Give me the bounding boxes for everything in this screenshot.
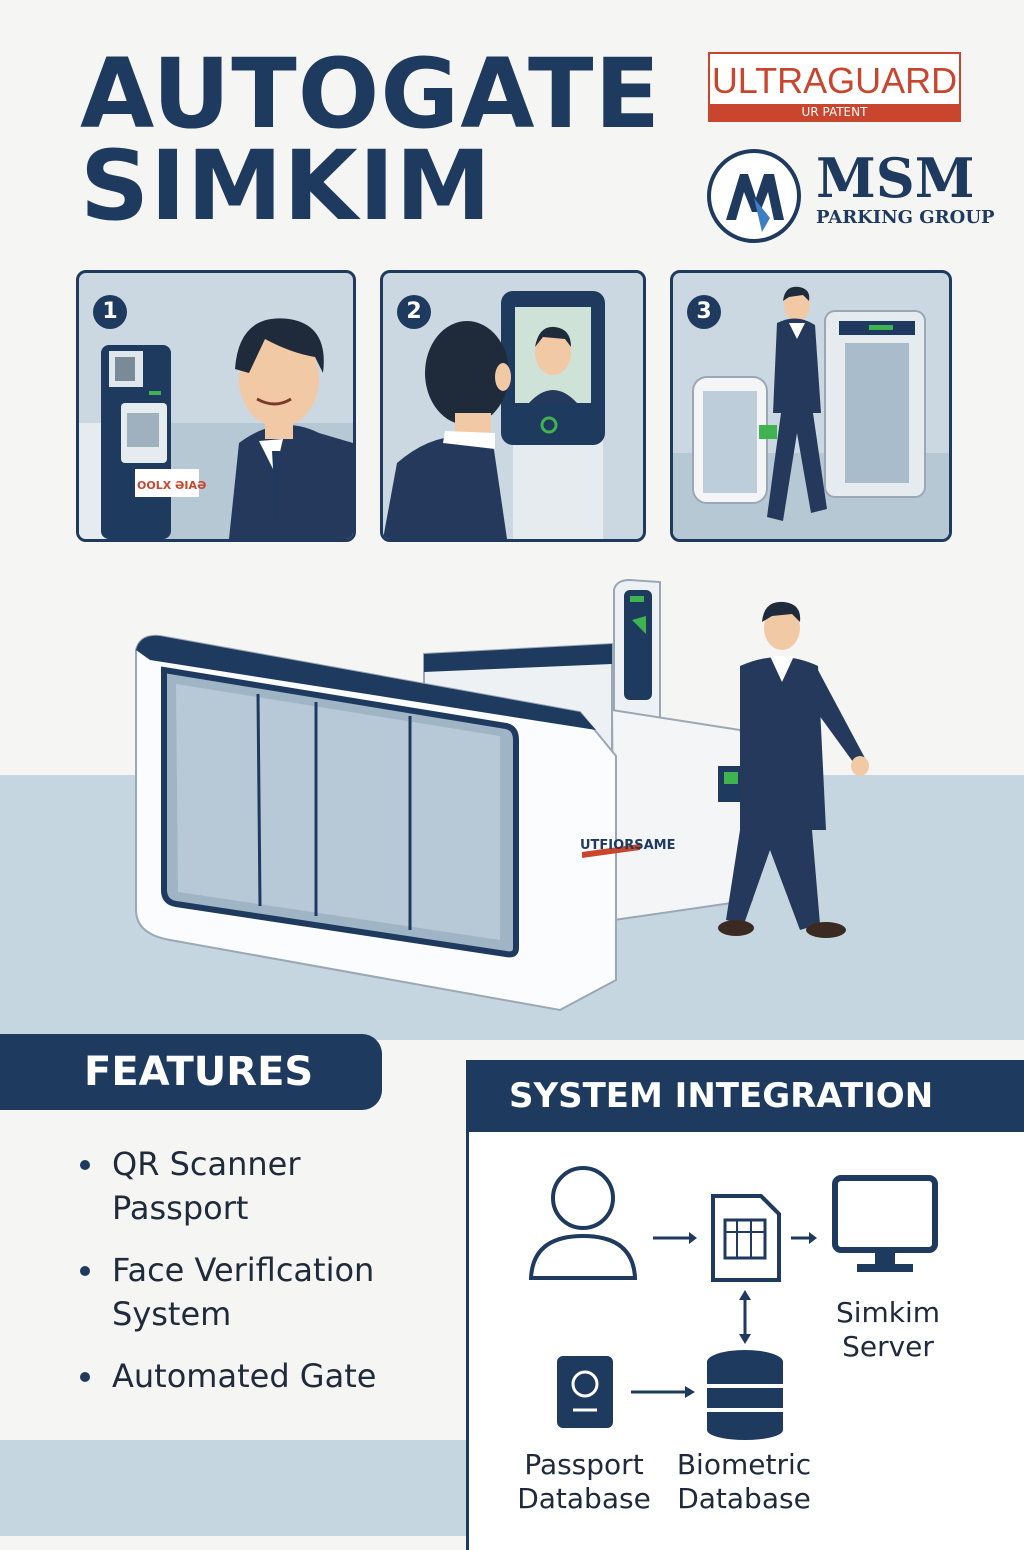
integration-diagram — [528, 1166, 938, 1440]
step-panel-2: 2 — [380, 270, 646, 542]
gate-walkthrough-illustration — [673, 286, 949, 539]
ultraguard-tagline: UR PATENT — [710, 104, 959, 120]
feature-item-qr-scanner: QR Scanner Passport — [80, 1142, 342, 1230]
step-number-3: 3 — [687, 295, 721, 329]
server-label-line-2: Server — [842, 1330, 934, 1363]
title-line-1: AUTOGATE — [80, 38, 662, 150]
msm-logo-icon — [707, 149, 801, 243]
biometric-db-line-1: Biometric — [676, 1448, 812, 1481]
ultraguard-logo: ULTRAGUARD UR PATENT — [708, 52, 961, 122]
step-number-1: 1 — [93, 295, 127, 329]
msm-wordmark: MSM PARKING GROUP — [816, 148, 995, 228]
kiosk-label: OOLX ƏIAƏ — [137, 479, 207, 492]
features-footer-band — [0, 1440, 466, 1536]
autogate-hero-illustration — [135, 578, 869, 1012]
biometric-database-label: Biometric Database — [669, 1448, 819, 1516]
passport-db-line-1: Passport — [524, 1448, 644, 1481]
gate-brand-label: UTFIORSAME — [580, 838, 676, 853]
biometric-db-line-2: Database — [677, 1482, 811, 1515]
msm-name: MSM — [816, 146, 975, 210]
features-heading: FEATURES — [0, 1034, 382, 1110]
passport-icon — [557, 1356, 613, 1428]
feature-item-automated-gate: Automated Gate — [80, 1354, 460, 1398]
system-integration-heading: SYSTEM INTEGRATION — [469, 1060, 1024, 1132]
kiosk-scan-illustration — [79, 318, 353, 539]
user-icon — [528, 1166, 638, 1280]
step-panel-3: 3 — [670, 270, 952, 542]
monitor-icon — [832, 1175, 938, 1272]
face-verification-illustration — [383, 291, 605, 539]
system-integration-panel: SYSTEM INTEGRATION — [466, 1060, 1024, 1550]
ultraguard-name: ULTRAGUARD — [711, 60, 958, 101]
page-title: AUTOGATE SIMKIM — [80, 38, 662, 242]
server-label-line-1: Simkim — [835, 1296, 941, 1329]
step-panel-1: 1 OOLX ƏIAƏ — [76, 270, 356, 542]
feature-item-face-verification: Face Veriflcation System — [80, 1248, 412, 1336]
database-icon — [707, 1350, 783, 1440]
passport-db-line-2: Database — [517, 1482, 651, 1515]
document-icon — [711, 1194, 781, 1282]
passport-database-label: Passport Database — [509, 1448, 659, 1516]
features-list: QR Scanner Passport Face Veriflcation Sy… — [80, 1142, 460, 1416]
msm-sub: PARKING GROUP — [816, 207, 995, 228]
title-line-2: SIMKIM — [80, 130, 493, 242]
step-number-2: 2 — [397, 295, 431, 329]
simkim-server-label: Simkim Server — [813, 1296, 963, 1364]
